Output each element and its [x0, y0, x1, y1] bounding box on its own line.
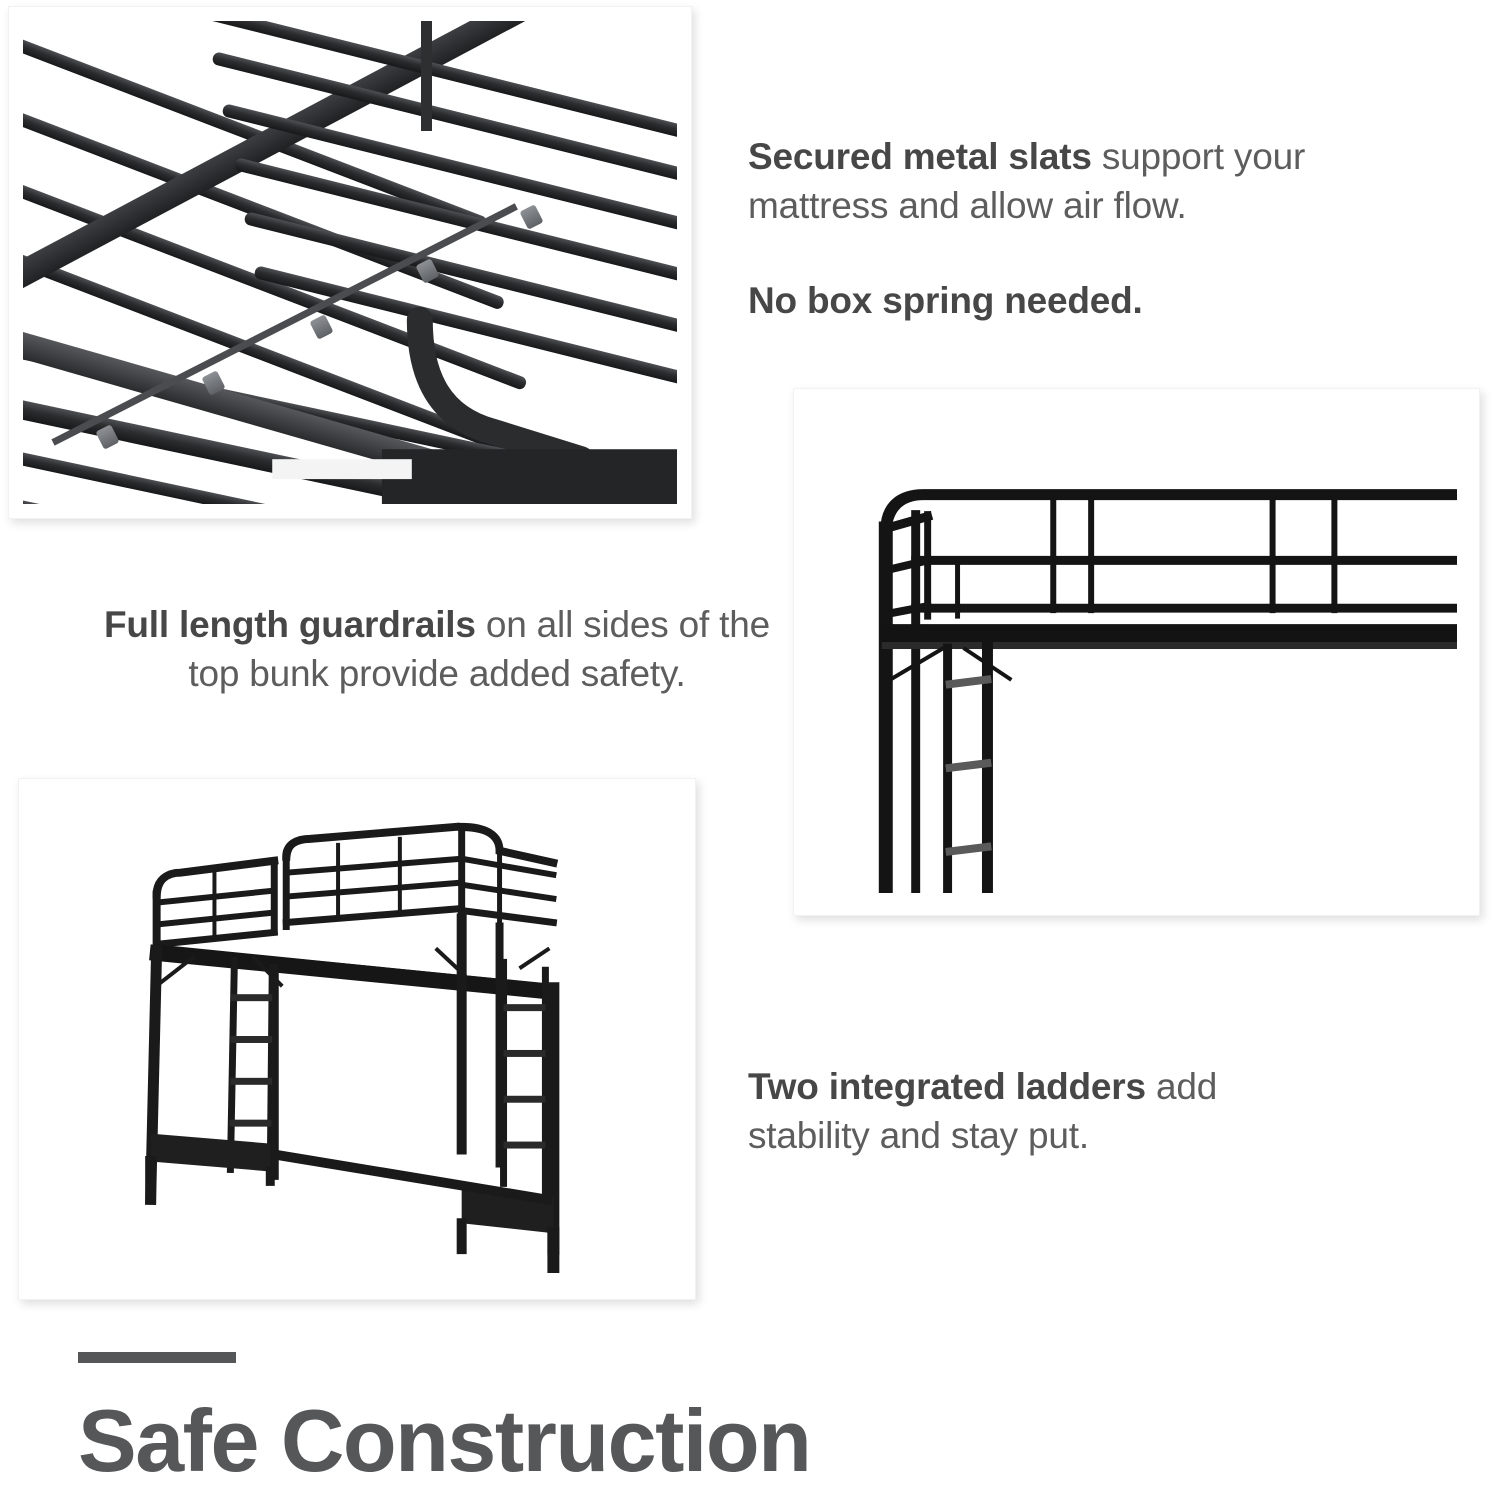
- callout-lead-guardrails: Full length guardrails: [103, 604, 476, 645]
- callout-full-length-guardrails: Full length guardrails on all sides of t…: [92, 600, 782, 698]
- callout-rest-ladders: add stability and stay put.: [748, 1066, 1218, 1157]
- full-loft-bed-image: [39, 799, 675, 1279]
- callout-lead-slats: Secured metal slats: [748, 136, 1092, 177]
- photo-panel-metal-slats: [8, 6, 692, 519]
- guardrail-line-art: [878, 489, 1457, 893]
- photo-panel-guardrail-detail: [793, 388, 1480, 916]
- callout-rest-guardrails: on all sides of the top bunk provide add…: [188, 604, 771, 695]
- callout-lead-ladders: Two integrated ladders: [748, 1066, 1146, 1107]
- page-title: Safe Construction: [78, 1391, 812, 1490]
- photo-panel-full-loft-bed: [18, 778, 696, 1300]
- callout-secured-metal-slats: Secured metal slats support your mattres…: [748, 132, 1388, 326]
- loft-bed-line-art: [145, 822, 560, 1274]
- callout-rest-slats: support your mattress and allow air flow…: [748, 136, 1306, 227]
- guardrail-corner-detail-image: [816, 411, 1457, 893]
- callout-two-integrated-ladders: Two integrated ladders add stability and…: [748, 1062, 1308, 1160]
- metal-slats-closeup-image: [23, 21, 677, 504]
- heading-block: Safe Construction: [78, 1352, 812, 1490]
- callout-no-box-spring: No box spring needed.: [748, 280, 1143, 322]
- accent-bar: [78, 1352, 236, 1363]
- slat-frame-curve: [272, 306, 677, 504]
